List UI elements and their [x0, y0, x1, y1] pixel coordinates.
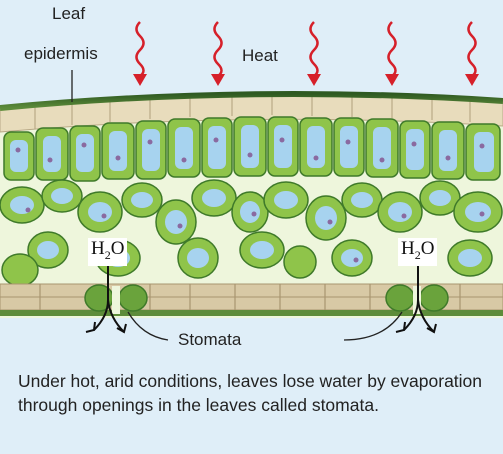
h2o-label-right: H2O: [398, 238, 437, 266]
label-stomata: Stomata: [174, 330, 245, 350]
heat-arrow-3: [307, 22, 321, 86]
label-epidermis: epidermis: [24, 44, 98, 64]
label-leaf: Leaf: [52, 4, 85, 24]
heat-arrow-5: [465, 22, 479, 86]
heat-arrows: [133, 22, 479, 86]
heat-arrow-1: [133, 22, 147, 86]
caption: Under hot, arid conditions, leaves lose …: [18, 369, 488, 417]
stoma-left: [85, 285, 147, 314]
label-heat: Heat: [242, 46, 278, 66]
h2o-label-left: H2O: [88, 238, 127, 266]
heat-arrow-4: [385, 22, 399, 86]
heat-arrow-2: [211, 22, 225, 86]
